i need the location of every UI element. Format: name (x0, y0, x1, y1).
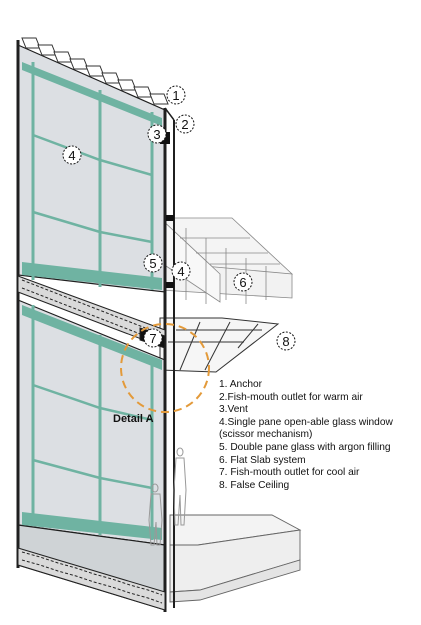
bottom-floor-slab (169, 514, 302, 603)
svg-text:6: 6 (239, 275, 246, 290)
upper-floor-slab (158, 217, 294, 304)
legend: 1. Anchor 2.Fish-mouth outlet for warm a… (219, 379, 419, 492)
callout-markers: 1 2 3 4 5 4 6 7 (62, 85, 296, 351)
svg-text:5: 5 (149, 256, 156, 271)
svg-text:1: 1 (172, 88, 179, 103)
detail-a-label: Detail A (113, 413, 154, 425)
legend-item-cool-air-outlet: 7. Fish-mouth outlet for cool air (219, 467, 360, 479)
marker-2: 2 (175, 114, 195, 134)
human-figure (148, 447, 187, 546)
svg-text:4: 4 (68, 148, 75, 163)
anchor-brackets-top (21, 37, 169, 105)
legend-item-openable-window-note: (scissor mechanism) (219, 429, 313, 441)
marker-6: 6 (233, 272, 253, 292)
false-ceiling-panel (159, 317, 280, 373)
marker-4-lower: 4 (171, 261, 191, 281)
svg-text:2: 2 (181, 117, 188, 132)
marker-8: 8 (276, 331, 296, 351)
legend-item-openable-window: 4.Single pane open-able glass window (219, 416, 393, 428)
marker-5: 5 (143, 253, 163, 273)
curtain-wall (16, 40, 175, 612)
marker-1: 1 (166, 85, 186, 105)
right-frame-notch-1 (166, 215, 174, 221)
marker-4-upper: 4 (62, 145, 82, 165)
legend-item-vent: 3.Vent (219, 404, 248, 416)
legend-item-anchor: 1. Anchor (219, 379, 263, 390)
vent-band-bottom (17, 547, 166, 611)
svg-text:3: 3 (153, 127, 160, 142)
svg-text:8: 8 (282, 334, 289, 349)
legend-item-warm-air-outlet: 2.Fish-mouth outlet for warm air (219, 391, 363, 403)
detail-a-circle (120, 323, 210, 413)
svg-text:7: 7 (149, 331, 156, 346)
legend-item-flat-slab: 6. Flat Slab system (219, 454, 306, 466)
legend-item-double-pane-glass: 5. Double pane glass with argon filling (219, 441, 391, 453)
right-frame-notch-2 (166, 282, 174, 288)
marker-7: 7 (143, 328, 163, 348)
marker-3: 3 (147, 124, 167, 144)
svg-text:4: 4 (177, 264, 184, 279)
legend-item-false-ceiling: 8. False Ceiling (219, 479, 290, 491)
